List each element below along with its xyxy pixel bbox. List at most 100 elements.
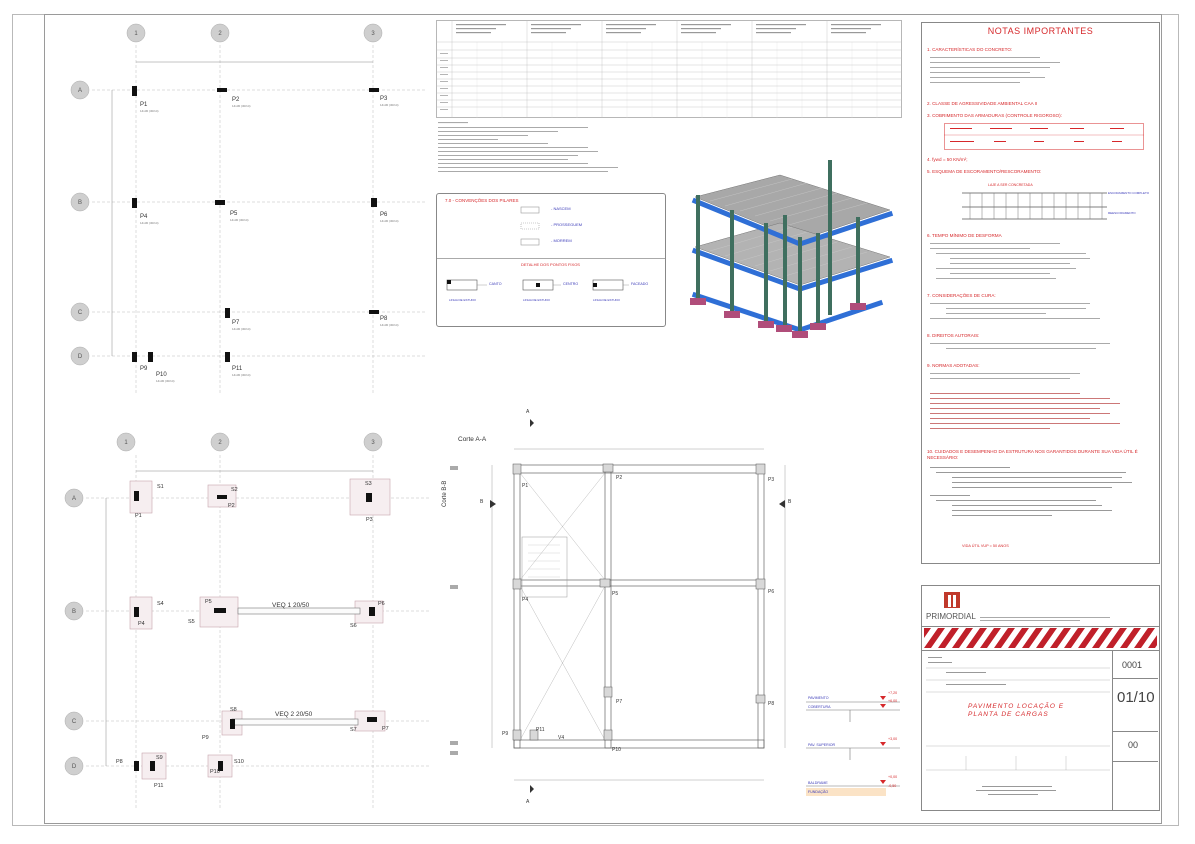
- legend-item-prosseguem: - PROSSEGUEM: [551, 222, 583, 227]
- elevation-label-fundacao: FUNDAÇÃO: [808, 790, 829, 794]
- section-title: Corte A-A: [458, 436, 487, 443]
- svg-text:P6: P6: [378, 601, 385, 607]
- svg-text:2: 2: [218, 440, 222, 446]
- legend-item-morrem: - MORREM: [551, 238, 572, 243]
- sheet-code: 0001: [1122, 660, 1143, 670]
- elevation-label-superior: PAV. SUPERIOR: [808, 743, 836, 747]
- svg-text:P4: P4: [138, 621, 145, 627]
- svg-text:V4: V4: [558, 735, 564, 741]
- svg-text:S6: S6: [350, 623, 357, 629]
- svg-text:P2: P2: [228, 503, 235, 509]
- svg-text:P11: P11: [154, 783, 163, 789]
- fixed-points-detail: [446, 279, 629, 291]
- face-label-1: LINHA DE ESTUDO: [449, 298, 477, 302]
- svg-text:14x30 (30/14): 14x30 (30/14): [140, 109, 159, 113]
- elevation-diagram: PAVIMENTO COBERTURA PAV. SUPERIOR BALDRA…: [800, 688, 916, 800]
- svg-text:14x30 (30/14): 14x30 (30/14): [380, 219, 399, 223]
- svg-text:P8: P8: [116, 759, 123, 765]
- detail-centro: CENTRO: [563, 282, 579, 286]
- svg-text:S4: S4: [157, 601, 164, 607]
- level-1: +7,20: [888, 691, 898, 695]
- note-header-10: 10. CUIDADOS E DESEMPENHO DA ESTRUTURA N…: [927, 449, 1138, 460]
- level-3: +3,00: [888, 737, 898, 741]
- revision: 00: [1128, 740, 1139, 750]
- level-5: -0,50: [888, 784, 897, 788]
- svg-text:P1: P1: [522, 483, 528, 489]
- svg-text:P6: P6: [380, 212, 388, 218]
- svg-text:P2: P2: [232, 97, 240, 103]
- svg-text:S8: S8: [230, 707, 237, 713]
- drawing-title: PAVIMENTO LOCAÇÃO E PLANTA DE CARGAS: [968, 703, 1065, 718]
- elevation-label-baldrame: BALDRAME: [808, 781, 828, 785]
- svg-text:A: A: [72, 496, 76, 502]
- tb-rule-2: [1112, 731, 1158, 732]
- svg-text:P9: P9: [140, 366, 148, 372]
- svg-text:A: A: [526, 409, 530, 415]
- svg-text:C: C: [72, 719, 77, 725]
- svg-text:14x30 (30/14): 14x30 (30/14): [230, 218, 249, 222]
- svg-text:D: D: [72, 764, 77, 770]
- svg-text:P4: P4: [140, 214, 148, 220]
- svg-text:P3: P3: [380, 96, 388, 102]
- tb-right-col: [1112, 650, 1159, 810]
- svg-text:14x30 (30/14): 14x30 (30/14): [232, 373, 251, 377]
- svg-text:P6: P6: [768, 589, 774, 595]
- svg-text:P1: P1: [140, 102, 148, 108]
- note-header-7: 7. CONSIDERAÇÕES DE CURA:: [927, 293, 996, 298]
- legend-divider: [437, 258, 665, 259]
- note-header-2: 2. CLASSE DE AGRESSIVIDADE AMBIENTAL CAA…: [927, 101, 1038, 106]
- scheme-side-1: ESCORAMENTO COMPLETO: [1108, 191, 1150, 195]
- structure-3d-model: [690, 160, 894, 338]
- svg-text:S10: S10: [234, 759, 244, 765]
- svg-text:P11: P11: [536, 727, 545, 733]
- legend-item-nascem: - NASCEM: [551, 206, 571, 211]
- scheme-side-2: REESCORAMENTO: [1108, 211, 1136, 215]
- svg-text:B: B: [78, 200, 82, 206]
- svg-text:B: B: [72, 609, 76, 615]
- svg-text:14x30 (30/14): 14x30 (30/14): [232, 327, 251, 331]
- svg-text:P10: P10: [612, 747, 621, 753]
- svg-text:3: 3: [371, 440, 375, 446]
- svg-text:S1: S1: [157, 484, 164, 490]
- table-notes: [438, 122, 618, 172]
- svg-text:P3: P3: [768, 477, 774, 483]
- cover-table: [944, 123, 1144, 150]
- svg-text:14x30 (30/14): 14x30 (30/14): [380, 103, 399, 107]
- svg-text:14x30 (30/14): 14x30 (30/14): [140, 221, 159, 225]
- svg-text:S9: S9: [156, 755, 163, 761]
- tb-rule-1: [1112, 678, 1158, 679]
- svg-text:P1: P1: [135, 513, 142, 519]
- vida-util: VIDA ÚTIL VUP = 50 ANOS: [962, 544, 1009, 548]
- svg-text:P9: P9: [502, 731, 508, 737]
- svg-text:B: B: [480, 499, 484, 505]
- drawing-frame: [44, 14, 1162, 824]
- face-label-2: LINHA DE ESTUDO: [523, 298, 551, 302]
- note-header-1: 1. CARACTERÍSTICAS DO CONCRETO:: [927, 47, 1013, 52]
- svg-text:P8: P8: [380, 316, 388, 322]
- legend-subtitle: DETALHE DOS PONTOS FIXOS: [521, 262, 580, 267]
- svg-text:P7: P7: [616, 699, 622, 705]
- svg-text:1: 1: [134, 31, 138, 37]
- elevation-label-pavimento: PAVIMENTO: [808, 696, 829, 700]
- svg-text:1: 1: [124, 440, 128, 446]
- svg-text:P3: P3: [366, 517, 373, 523]
- svg-text:A: A: [78, 88, 82, 94]
- svg-text:P9: P9: [202, 735, 209, 741]
- svg-text:P8: P8: [768, 701, 774, 707]
- pillar-conventions-legend: 7.0 - CONVENÇÕES DOS PILARES - NASCEM - …: [436, 193, 666, 327]
- svg-text:14x30 (30/14): 14x30 (30/14): [232, 104, 251, 108]
- svg-text:S2: S2: [231, 487, 238, 493]
- loads-table: [436, 20, 902, 118]
- company-logo-icon: [944, 592, 960, 608]
- elevation-label-cobertura: COBERTURA: [808, 705, 831, 709]
- detail-canto: CANTO: [489, 282, 502, 286]
- note-header-4: 4. fywd = 50 KN/m²;: [927, 157, 968, 162]
- svg-text:P5: P5: [205, 599, 212, 605]
- svg-text:P7: P7: [382, 726, 389, 732]
- svg-text:14x30 (30/14): 14x30 (30/14): [156, 379, 175, 383]
- svg-text:S3: S3: [365, 481, 372, 487]
- logo-band: PRIMORDIAL: [922, 586, 1159, 627]
